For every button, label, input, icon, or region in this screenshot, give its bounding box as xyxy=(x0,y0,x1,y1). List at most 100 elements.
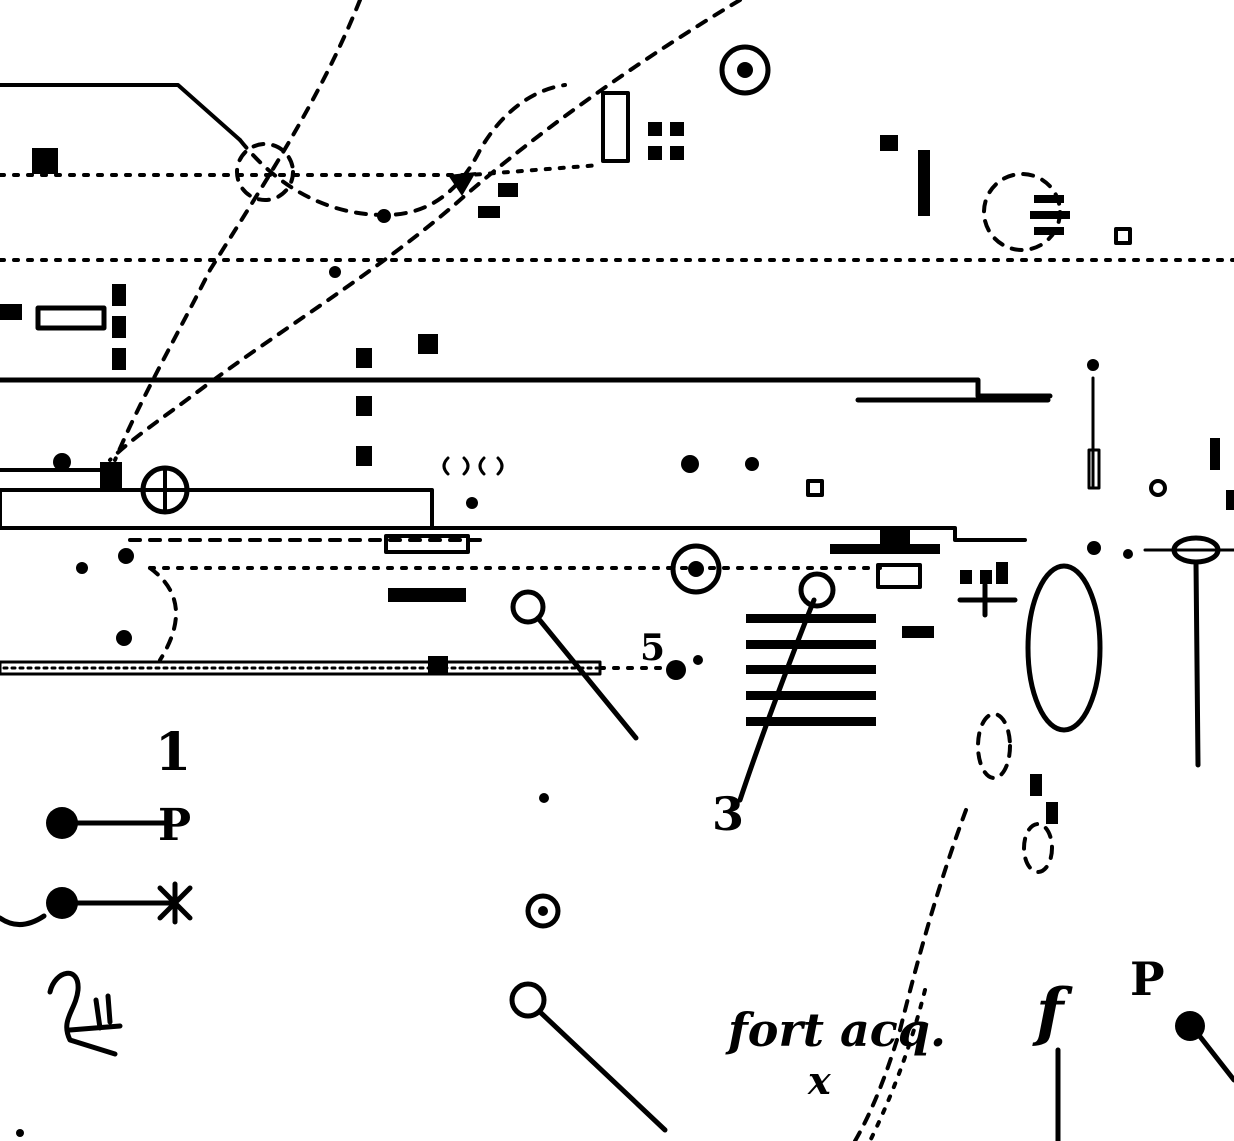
building-edge-left xyxy=(0,304,22,320)
small-square-right xyxy=(1114,227,1132,245)
station-circle-mid xyxy=(670,543,722,595)
star-mark xyxy=(157,881,193,925)
cross-right-cluster xyxy=(957,582,1018,618)
road-dashed-diagonal-b xyxy=(108,0,742,462)
bridge-rect xyxy=(384,534,470,554)
ellipse-marker xyxy=(1025,563,1103,733)
railway-end-point xyxy=(666,660,686,680)
point-right-b xyxy=(1123,549,1133,559)
station-circle-mid-dot xyxy=(688,561,704,577)
post-top-right xyxy=(918,150,930,216)
bracket-marks xyxy=(442,456,504,476)
building-block-1 xyxy=(648,122,662,136)
block-mid-1 xyxy=(356,348,372,368)
block-right-cluster-4 xyxy=(996,562,1008,584)
block-col-2 xyxy=(112,316,126,338)
hatched-bar-5 xyxy=(746,717,876,726)
lollipop-right-stem xyxy=(1195,1031,1234,1083)
label-f: f xyxy=(1032,975,1073,1050)
pin-marker-lower-stem xyxy=(537,1009,668,1133)
pin-marker-lower xyxy=(509,981,547,1019)
building-top-right xyxy=(880,135,898,151)
building-block-2 xyxy=(670,122,684,136)
ring-centre-bottom-dot xyxy=(538,906,548,916)
building-left-b xyxy=(100,462,122,492)
point-centre-lower xyxy=(539,793,549,803)
point-dotted-left xyxy=(76,562,88,574)
lollipop-lower-head xyxy=(46,887,78,919)
block-lower-right-1 xyxy=(1030,774,1042,796)
post-far-right xyxy=(1210,438,1220,470)
building-tall-rect xyxy=(601,91,630,163)
railway-block xyxy=(428,656,448,674)
path-dotted-upper xyxy=(0,163,602,177)
small-square-mid xyxy=(806,479,824,497)
signal-post-box xyxy=(1087,448,1101,490)
curve-lower-left xyxy=(0,913,47,927)
building-right-cluster xyxy=(876,563,922,589)
arrow-marker-top xyxy=(448,172,476,196)
vegetation-symbol xyxy=(47,970,123,1057)
path-dashed-loop xyxy=(148,566,178,662)
block-lower-right-2 xyxy=(1046,802,1058,824)
cross-mark: x xyxy=(807,1058,832,1103)
station-circle-top xyxy=(719,44,771,96)
lollipop-upper-head xyxy=(46,807,78,839)
bar-right-cluster-1 xyxy=(830,544,940,554)
bar-under-bridge xyxy=(388,588,466,602)
building-rect-left xyxy=(35,305,107,331)
signal-post-top-dot xyxy=(1087,359,1099,371)
label-p-right: P xyxy=(1130,952,1165,1006)
hatch-3 xyxy=(1034,227,1064,235)
point-mid-c xyxy=(745,457,759,471)
block-mid-3 xyxy=(356,446,372,466)
building-block-5 xyxy=(498,183,518,197)
building-block-3 xyxy=(648,146,662,160)
station-circle-top-dot xyxy=(737,62,753,78)
ring-above-bars xyxy=(798,571,836,609)
block-mid-2 xyxy=(356,396,372,416)
ring-centre-bottom xyxy=(525,893,561,929)
point-marker-mid xyxy=(329,266,341,278)
hatch-1 xyxy=(1034,195,1064,203)
road-dashed-lower-right xyxy=(853,808,968,1141)
block-right-cluster-2 xyxy=(960,570,972,584)
label-5: 5 xyxy=(640,627,665,669)
point-bottom-left xyxy=(16,1129,24,1137)
block-right-cluster-3 xyxy=(980,570,992,584)
road-solid-long-top xyxy=(0,377,1053,399)
railway-end-dot xyxy=(693,655,703,665)
lamp-post xyxy=(1193,559,1201,768)
hatched-bar-2 xyxy=(746,640,876,649)
path-dashed-curve-top xyxy=(238,83,567,217)
road-solid-lower xyxy=(0,526,1027,542)
ring-far-right xyxy=(1149,479,1167,497)
block-mid-4 xyxy=(418,334,438,354)
hatched-bar-3 xyxy=(746,665,876,674)
pin-marker-upper-stem xyxy=(535,615,639,741)
block-col-3 xyxy=(112,348,126,370)
junction-dashed-circle xyxy=(235,142,295,202)
edge-mark-right xyxy=(1226,490,1234,510)
building-small-left xyxy=(32,148,58,174)
point-mid-a xyxy=(466,497,478,509)
building-block-4 xyxy=(670,146,684,160)
point-mid-b xyxy=(681,455,699,473)
handwritten-note: fort acq. xyxy=(725,1003,946,1057)
building-block-6 xyxy=(478,206,500,218)
point-right-a xyxy=(1087,541,1101,555)
road-solid-mid xyxy=(0,488,434,528)
hatched-bars xyxy=(746,614,876,726)
label-p-left: P xyxy=(158,800,191,851)
hatched-bar-4 xyxy=(746,691,876,700)
label-3: 3 xyxy=(712,787,744,841)
road-dashed-diagonal-a xyxy=(113,0,362,462)
hatched-bar-1 xyxy=(746,614,876,623)
label-1: 1 xyxy=(155,722,191,783)
point-left-a xyxy=(53,453,71,471)
point-dotted-left-b xyxy=(118,548,134,564)
bar-right-cluster-2 xyxy=(902,626,934,638)
hatch-2 xyxy=(1030,211,1070,219)
